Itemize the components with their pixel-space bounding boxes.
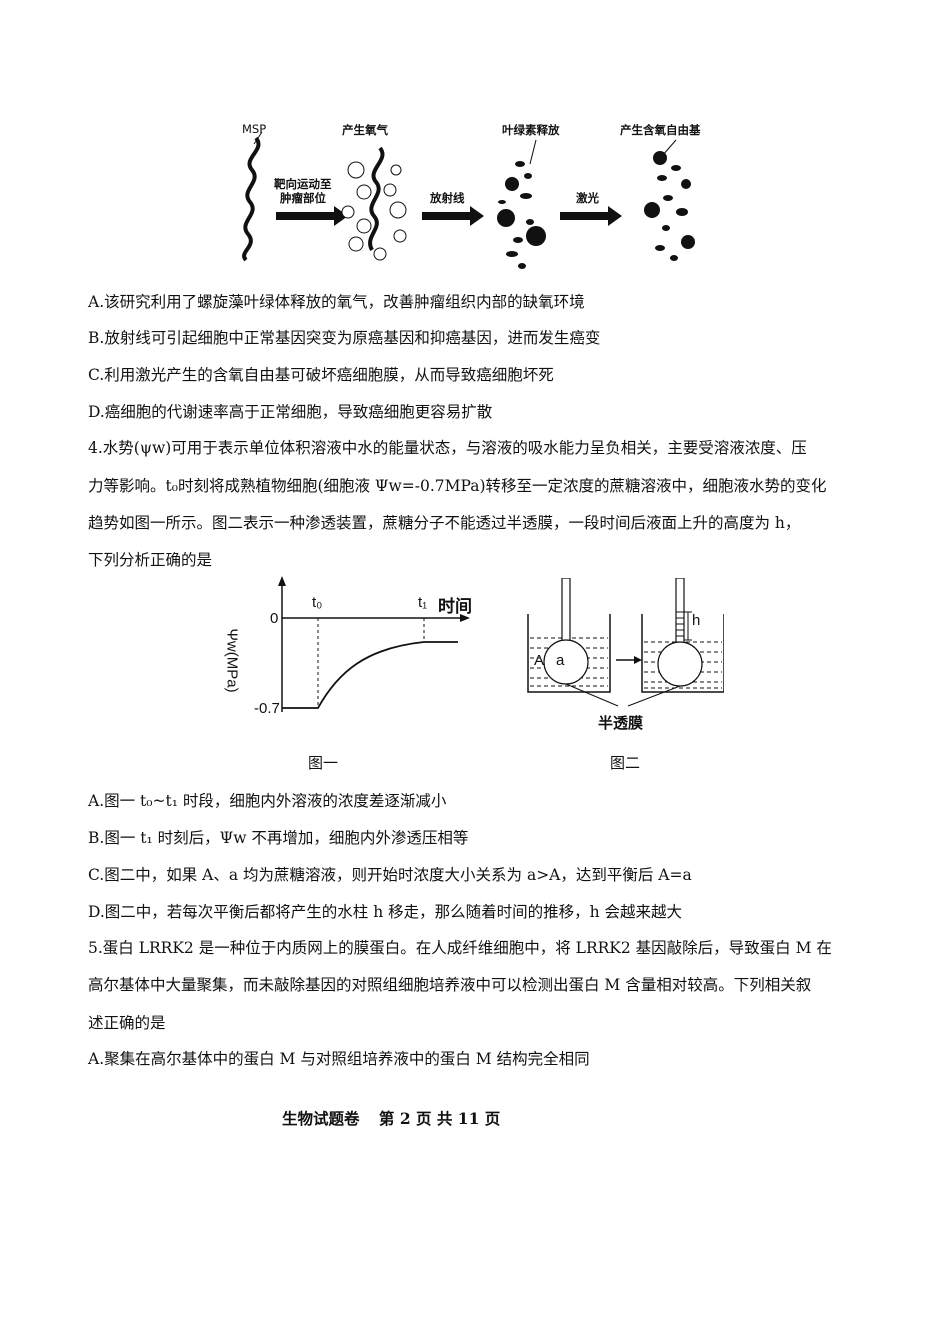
y-axis-label: Ψw(MPa) bbox=[223, 628, 241, 693]
q4-option-c: C.图二中，如果 A、a 均为蔗糖溶液，则开始时浓度大小关系为 a>A，达到平衡… bbox=[88, 866, 692, 884]
o2-bubbles bbox=[341, 161, 407, 261]
water-potential-line bbox=[282, 641, 458, 709]
figure-2-caption: 图二 bbox=[610, 754, 641, 772]
y-zero-tick: 0 bbox=[270, 610, 279, 627]
q4-stem-3: 趋势如图一所示。图二表示一种渗透装置，蔗糖分子不能透过半透膜，一段时间后液面上升… bbox=[88, 514, 801, 532]
msp-process-drawing bbox=[242, 131, 695, 269]
footer-title: 生物试题卷 bbox=[282, 1109, 360, 1128]
arrow1-label-2: 肿瘤部位 bbox=[280, 191, 326, 205]
t1-tick: t₁ bbox=[418, 594, 428, 611]
q3-option-c: C.利用激光产生的含氧自由基可破坏癌细胞膜，从而导致癌细胞坏死 bbox=[88, 366, 554, 384]
figure-1: 0 -0.7 t₀ t₁ 时间 Ψw(MPa) 图一 bbox=[223, 572, 476, 772]
oxygen-spiral bbox=[368, 146, 385, 251]
free-radical-label: 产生含氧自由基 bbox=[620, 123, 701, 137]
q4-stem-1: 4.水势(ψw)可用于表示单位体积溶液中水的能量状态，与溶液的吸水能力呈负相关，… bbox=[88, 439, 807, 457]
msp-process-figure: MSP 产生氧气 靶向运动至 肿瘤部位 放射线 叶绿素释放 激光 产生含氧自由基 bbox=[230, 118, 730, 278]
msp-label: MSP bbox=[242, 122, 267, 136]
radiation-label: 放射线 bbox=[430, 191, 465, 205]
oxygen-label: 产生氧气 bbox=[342, 123, 388, 137]
arrow-3 bbox=[560, 206, 622, 226]
arrow1-label-1: 靶向运动至 bbox=[274, 177, 332, 191]
water-potential-curve bbox=[278, 576, 470, 712]
arrow-1 bbox=[276, 206, 348, 226]
chlorophyll-label: 叶绿素释放 bbox=[502, 123, 560, 137]
q3-option-d: D.癌细胞的代谢速率高于正常细胞，导致癌细胞更容易扩散 bbox=[88, 403, 493, 421]
q4-option-b: B.图一 t₁ 时刻后，Ψw 不再增加，细胞内外渗透压相等 bbox=[88, 829, 469, 847]
y-min-tick: -0.7 bbox=[254, 700, 280, 717]
label-A: A bbox=[534, 652, 545, 669]
q5-stem-3: 述正确的是 bbox=[88, 1014, 166, 1032]
q4-stem-4: 下列分析正确的是 bbox=[88, 551, 213, 569]
arrow-2 bbox=[422, 206, 484, 226]
q4-option-a: A.图一 t₀~t₁ 时段，细胞内外溶液的浓度差逐渐减小 bbox=[88, 792, 447, 810]
q3-option-a: A.该研究利用了螺旋藻叶绿体释放的氧气，改善肿瘤组织内部的缺氧环境 bbox=[88, 293, 585, 311]
footer-page-number: 第 2 页 共 11 页 bbox=[378, 1109, 501, 1128]
label-h: h bbox=[692, 612, 701, 629]
chlorophyll-fragments bbox=[497, 161, 546, 269]
q5-option-a: A.聚集在高尔基体中的蛋白 M 与对照组培养液中的蛋白 M 结构完全相同 bbox=[88, 1050, 590, 1068]
q4-option-d: D.图二中，若每次平衡后都将产生的水柱 h 移走，那么随着时间的推移，h 会越来… bbox=[88, 903, 683, 921]
t0-tick: t₀ bbox=[312, 594, 323, 611]
free-radicals bbox=[644, 151, 695, 261]
osmosis-apparatus bbox=[527, 578, 724, 707]
figure-2: A a h 半透膜 图二 bbox=[524, 578, 744, 778]
q4-stem-2: 力等影响。t₀时刻将成熟植物细胞(细胞液 Ψw=-0.7MPa)转移至一定浓度的… bbox=[88, 477, 827, 495]
membrane-label: 半透膜 bbox=[598, 714, 644, 732]
q5-stem-2: 高尔基体中大量聚集，而未敲除基因的对照组细胞培养液中可以检测出蛋白 M 含量相对… bbox=[88, 976, 812, 994]
q5-stem-1: 5.蛋白 LRRK2 是一种位于内质网上的膜蛋白。在人成纤维细胞中，将 LRRK… bbox=[88, 939, 832, 957]
figure-1-caption: 图一 bbox=[308, 754, 339, 772]
q3-option-b: B.放射线可引起细胞中正常基因突变为原癌基因和抑癌基因，进而发生癌变 bbox=[88, 329, 601, 347]
msp-spiral bbox=[242, 136, 261, 262]
label-a: a bbox=[556, 652, 565, 669]
page-footer: 生物试题卷 第 2 页 共 11 页 bbox=[282, 1107, 514, 1129]
x-axis-label: 时间 bbox=[438, 597, 472, 616]
laser-label: 激光 bbox=[576, 191, 599, 205]
